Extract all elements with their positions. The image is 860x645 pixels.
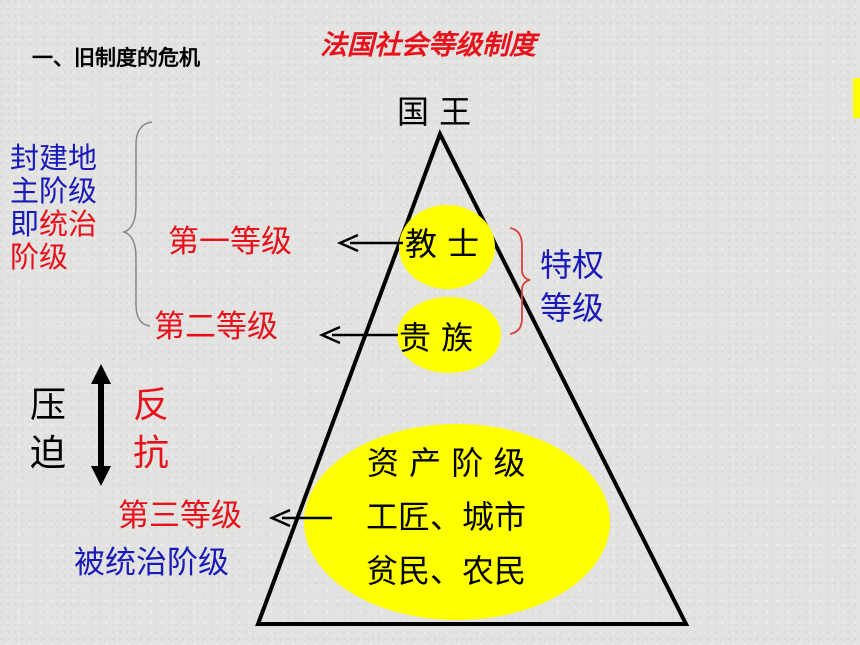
ruling-class-text: 阶级 <box>10 240 69 274</box>
clergy-label: 教 士 <box>405 225 480 263</box>
privileged-label-line-2: 等级 <box>540 289 605 327</box>
ruling-class-text: 即 <box>10 207 40 241</box>
privileged-bracket <box>509 227 531 335</box>
ruling-class-text: 统治 <box>39 207 98 241</box>
nobility-ellipse <box>397 297 501 373</box>
oppression-char-1: 压 <box>30 385 67 426</box>
ruling-class-brace <box>121 121 153 327</box>
pyramid-triangle <box>255 128 690 626</box>
ruling-class-line: 封建地 <box>10 142 97 175</box>
ruling-class-label: 封建地主阶级即统治阶级 <box>10 142 97 274</box>
third-estate-label: 第三等级 <box>118 498 242 534</box>
ruling-class-line: 即统治 <box>10 208 97 241</box>
second-estate-label: 第二等级 <box>154 309 278 345</box>
nobility-label: 贵 族 <box>399 319 474 357</box>
first-estate-label: 第一等级 <box>168 224 292 260</box>
arrow-nobility <box>318 325 398 345</box>
privileged-label-line-1: 特权 <box>540 246 605 284</box>
ruling-class-text: 封建地 <box>10 141 98 175</box>
ruling-class-line: 主阶级 <box>10 175 97 208</box>
third-estate-line-1: 资 产 阶 级 <box>367 444 526 482</box>
ruling-class-text: 主阶级 <box>10 174 98 208</box>
third-estate-line-2: 工匠、城市 <box>366 498 527 536</box>
third-estate-ellipse <box>304 424 610 620</box>
slide-title: 法国社会等级制度 <box>320 30 536 61</box>
clergy-ellipse <box>399 205 495 289</box>
oppression-char-2: 迫 <box>30 433 67 474</box>
resistance-char-2: 抗 <box>133 433 170 474</box>
arrow-third-estate <box>268 508 332 528</box>
oppression-double-arrow <box>91 364 111 486</box>
third-estate-line-3: 贫民、农民 <box>366 552 527 590</box>
ruling-class-line: 阶级 <box>10 241 97 274</box>
king-label: 国 王 <box>397 93 472 131</box>
resistance-char-1: 反 <box>133 385 170 426</box>
arrow-clergy <box>336 233 403 253</box>
yellow-edge-marker <box>853 78 860 118</box>
section-title: 一、旧制度的危机 <box>32 46 200 70</box>
ruled-class-label: 被统治阶级 <box>74 545 229 581</box>
